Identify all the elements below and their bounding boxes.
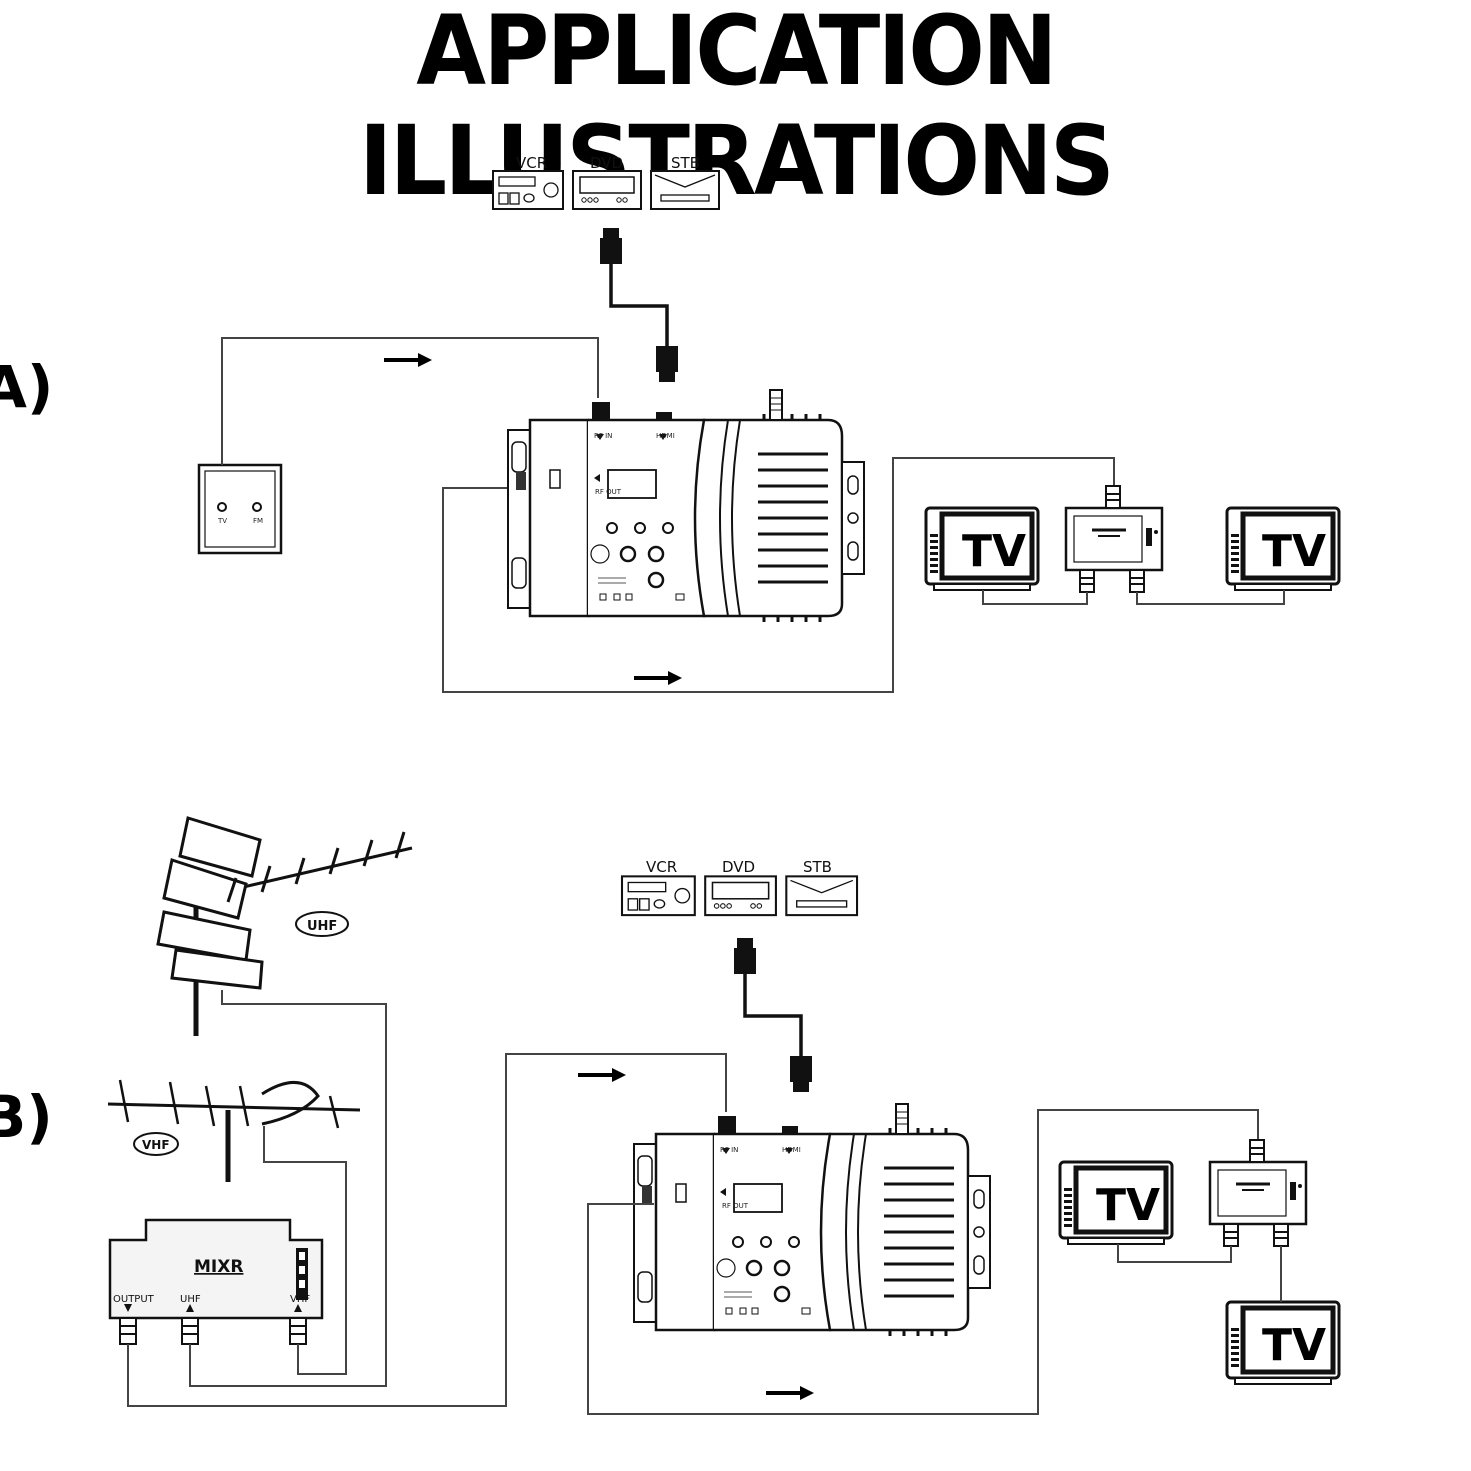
vcr-label-b: VCR	[646, 858, 677, 876]
mixer-output-label: OUTPUT	[113, 1294, 155, 1305]
modulator-a-rf-in-label: RF IN	[594, 432, 612, 440]
vcr-label-a: VCR	[516, 154, 547, 172]
uhf-antenna	[156, 816, 413, 1036]
mixer-vhf-label: VHF	[290, 1294, 310, 1305]
wire-splitter-to-tv-left	[982, 590, 1088, 605]
tv-b-left-label: TV	[1096, 1180, 1160, 1231]
modulator-a-rf-out-label: RF OUT	[595, 488, 622, 496]
arrow-a-bottom	[632, 669, 684, 687]
modulator-b-rf-in-label: RF IN	[720, 1146, 738, 1154]
arrow-b-bottom	[764, 1384, 816, 1402]
stb-label-b: STB	[803, 858, 832, 876]
wall-socket-tv-label: TV	[217, 517, 227, 525]
wire-splitter-to-tv-b-left	[1117, 1244, 1232, 1263]
vhf-label: VHF	[142, 1138, 170, 1152]
tv-a-right-label: TV	[1262, 526, 1326, 577]
wire-splitter-to-tv-right	[1136, 590, 1285, 605]
section-a-label: A)	[0, 353, 54, 421]
dvd-label-b: DVD	[722, 858, 755, 876]
wire-rf-out-to-splitter	[442, 457, 1115, 693]
section-b: UHF VHF	[107, 816, 1339, 1415]
modulator-b	[632, 1102, 992, 1338]
source-devices-b	[620, 875, 859, 917]
modulator-b-rf-out-label: RF OUT	[722, 1202, 749, 1210]
tv-a-left-label: TV	[962, 526, 1026, 577]
hdmi-cable-b	[732, 936, 814, 1094]
splitter-a	[1064, 484, 1164, 594]
uhf-label: UHF	[307, 919, 337, 934]
wire-uhf-to-mixer	[189, 990, 387, 1387]
wire-mixer-to-rf-in	[127, 1053, 727, 1407]
vhf-antenna	[107, 1079, 361, 1182]
modulator-a-hdmi-label: HDMI	[656, 432, 675, 440]
arrow-a-top	[382, 351, 434, 369]
mixer-name: MIXR	[194, 1257, 243, 1277]
tv-b-bottom-label: TV	[1262, 1320, 1326, 1371]
section-b-label: B)	[0, 1083, 53, 1151]
source-devices-a	[492, 170, 720, 210]
dvd-label-a: DVD	[590, 154, 623, 172]
wall-socket: TV FM	[197, 463, 283, 555]
modulator-b-hdmi-label: HDMI	[782, 1146, 801, 1154]
modulator-a	[506, 388, 866, 624]
arrow-b-top	[576, 1066, 628, 1084]
stb-label-a: STB	[671, 154, 700, 172]
section-a: VCR DVD STB TV FM RF IN HDMI RF OUT TV T…	[197, 154, 1339, 693]
splitter-b	[1208, 1138, 1308, 1248]
wire-rf-out-to-splitter-b	[587, 1109, 1259, 1415]
page-title: APPLICATION ILLUSTRATIONS	[358, 0, 1115, 218]
wire-vhf-to-mixer	[263, 1126, 347, 1375]
mixer-uhf-label: UHF	[180, 1294, 201, 1305]
wall-socket-fm-label: FM	[253, 517, 263, 525]
wire-socket-to-rf-in	[221, 337, 599, 465]
hdmi-cable-a	[598, 226, 680, 384]
mixer	[108, 1218, 324, 1345]
